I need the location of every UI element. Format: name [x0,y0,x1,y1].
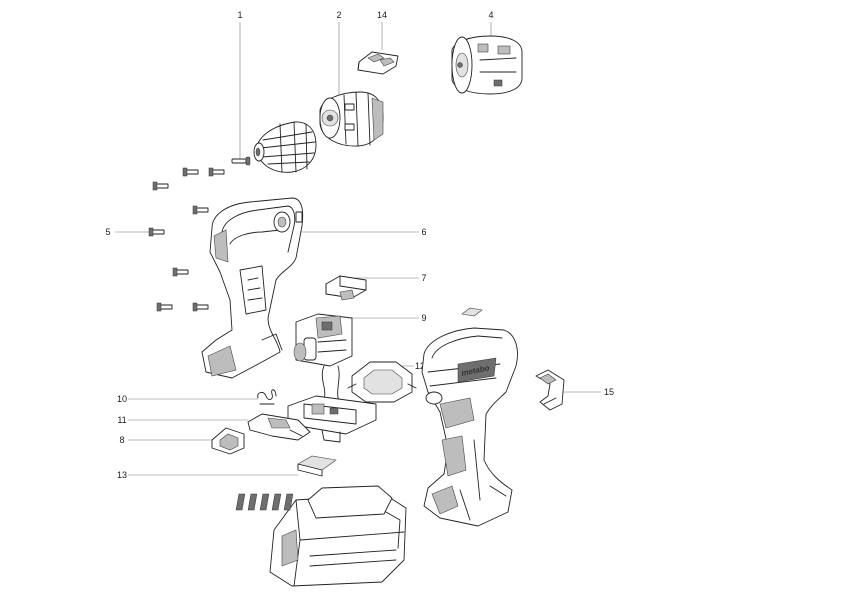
part-6-housing-left [201,197,304,379]
callout-11: 11 [117,415,126,425]
part-5-housing-screws [148,167,225,312]
callout-13: 13 [117,470,127,480]
part-small-shim [461,307,483,317]
part-battery-pack [235,485,407,587]
part-housing-right: metabo [421,327,518,527]
callout-8: 8 [119,435,124,445]
part-2-gearbox [319,91,384,147]
part-10-spring-clip [257,389,277,405]
callout-12: 12 [415,361,425,371]
leader-lines [115,22,601,476]
part-7-trigger-cover [325,275,367,301]
part-11-battery-latch [247,413,311,441]
part-4-motor [451,35,523,95]
callout-2: 2 [336,10,341,20]
callout-9: 9 [421,313,426,323]
callout-5: 5 [105,227,110,237]
part-9-switch-assembly [293,313,353,405]
part-15-belt-clip [535,369,565,411]
callout-14: 14 [377,10,387,20]
callout-6: 6 [421,227,426,237]
part-1-chuck-screw [231,156,251,166]
callout-7: 7 [421,273,426,283]
part-8-release-button [211,427,245,455]
part-14-switch-slider [357,51,399,75]
callout-1: 1 [237,10,242,20]
part-13-label-plate [297,455,337,477]
battery-cell-slots [235,493,294,511]
callout-10: 10 [117,394,127,404]
callout-15: 15 [604,387,614,397]
callout-4: 4 [488,10,493,20]
part-keyless-chuck [253,121,317,173]
part-12-battery-frame [347,361,417,403]
callout-labels: 1 2 14 4 5 6 7 9 12 15 10 11 8 13 [105,10,614,480]
